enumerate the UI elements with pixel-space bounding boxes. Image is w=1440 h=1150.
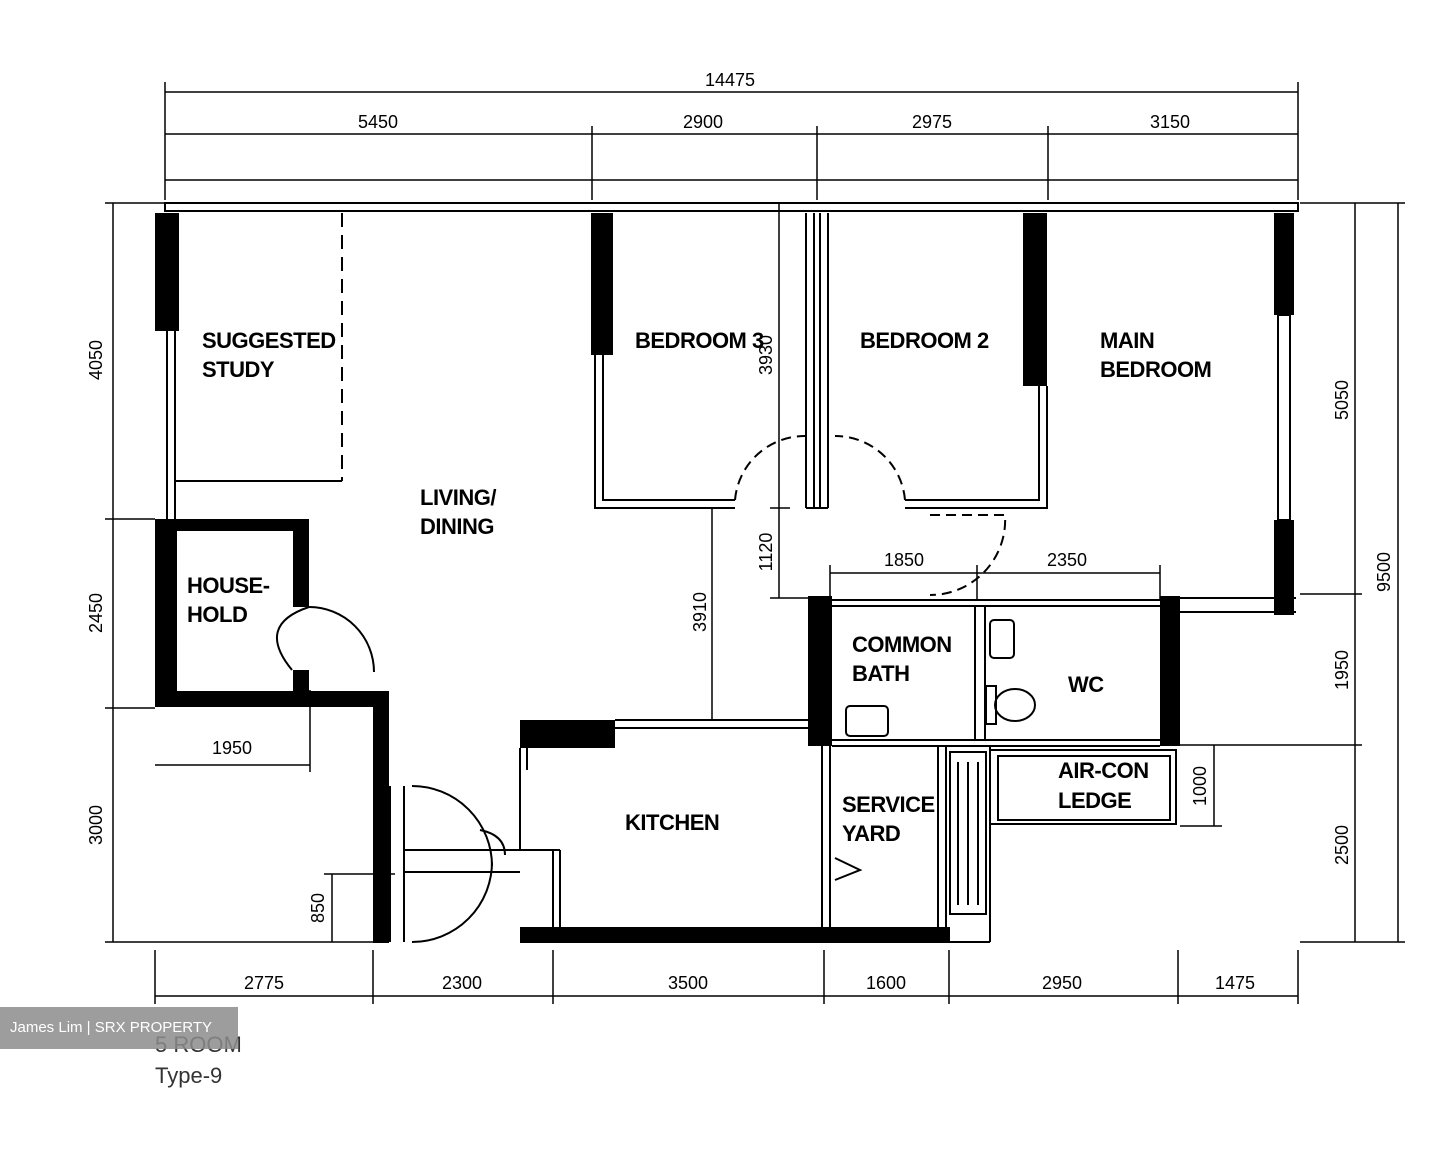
dim-right-3: 2500 bbox=[1332, 825, 1352, 865]
dim-top-2: 2900 bbox=[683, 112, 723, 132]
dim-top-3: 2975 bbox=[912, 112, 952, 132]
dim-bath1-width: 1850 bbox=[884, 550, 924, 570]
dim-bedroom3-height: 3930 bbox=[756, 335, 776, 375]
walls bbox=[155, 202, 1299, 943]
dim-right-2: 1950 bbox=[1332, 650, 1352, 690]
dim-household-width: 1950 bbox=[212, 738, 252, 758]
dim-bottom-3: 3500 bbox=[668, 973, 708, 993]
label-study-1: SUGGESTED bbox=[202, 328, 336, 353]
dimension-labels: 14475 5450 2900 2975 3150 2775 2300 3500… bbox=[86, 70, 1394, 993]
label-main-1: MAIN bbox=[1100, 328, 1154, 353]
dim-left-3: 3000 bbox=[86, 805, 106, 845]
dim-aircon-depth: 1000 bbox=[1190, 766, 1210, 806]
label-main-2: BEDROOM bbox=[1100, 357, 1211, 382]
label-household-1: HOUSE- bbox=[187, 573, 270, 598]
watermark: James Lim | SRX PROPERTY bbox=[0, 1007, 238, 1049]
dim-right-1: 5050 bbox=[1332, 380, 1352, 420]
dim-living-depth: 3910 bbox=[690, 592, 710, 632]
toilet-icon bbox=[994, 688, 1036, 722]
label-bedroom3: BEDROOM 3 bbox=[635, 328, 764, 353]
dim-bottom-6: 1475 bbox=[1215, 973, 1255, 993]
dim-top-4: 3150 bbox=[1150, 112, 1190, 132]
sink-icon bbox=[845, 705, 889, 737]
label-aircon-1: AIR-CON bbox=[1058, 758, 1149, 783]
shower-icon bbox=[989, 619, 1015, 659]
label-living-2: DINING bbox=[420, 514, 494, 539]
label-bedroom2: BEDROOM 2 bbox=[860, 328, 989, 353]
label-study-2: STUDY bbox=[202, 357, 275, 382]
dim-left-4: 850 bbox=[308, 893, 328, 923]
caption-type-code: Type-9 bbox=[155, 1063, 222, 1088]
label-kitchen: KITCHEN bbox=[625, 810, 719, 835]
dim-corridor: 1120 bbox=[756, 533, 776, 572]
doors bbox=[175, 213, 1007, 943]
dim-bottom-1: 2775 bbox=[244, 973, 284, 993]
dim-bottom-5: 2950 bbox=[1042, 973, 1082, 993]
dim-top-total: 14475 bbox=[705, 70, 755, 90]
label-bath1-2: BATH bbox=[852, 661, 909, 686]
label-aircon-2: LEDGE bbox=[1058, 788, 1131, 813]
label-service-1: SERVICE bbox=[842, 792, 935, 817]
label-bath2: WC bbox=[1068, 672, 1104, 697]
fixtures bbox=[845, 619, 1036, 737]
thin-walls bbox=[166, 213, 1296, 943]
dim-right-total: 9500 bbox=[1374, 552, 1394, 592]
label-bath1-1: COMMON bbox=[852, 632, 952, 657]
dim-bath2-width: 2350 bbox=[1047, 550, 1087, 570]
label-service-2: YARD bbox=[842, 821, 900, 846]
dim-left-2: 2450 bbox=[86, 593, 106, 633]
dim-top-1: 5450 bbox=[358, 112, 398, 132]
room-labels: SUGGESTED STUDY LIVING/ DINING BEDROOM 3… bbox=[187, 328, 1212, 846]
dim-bottom-2: 2300 bbox=[442, 973, 482, 993]
label-living-1: LIVING/ bbox=[420, 485, 496, 510]
label-household-2: HOLD bbox=[187, 602, 247, 627]
dim-left-1: 4050 bbox=[86, 340, 106, 380]
dim-bottom-4: 1600 bbox=[866, 973, 906, 993]
